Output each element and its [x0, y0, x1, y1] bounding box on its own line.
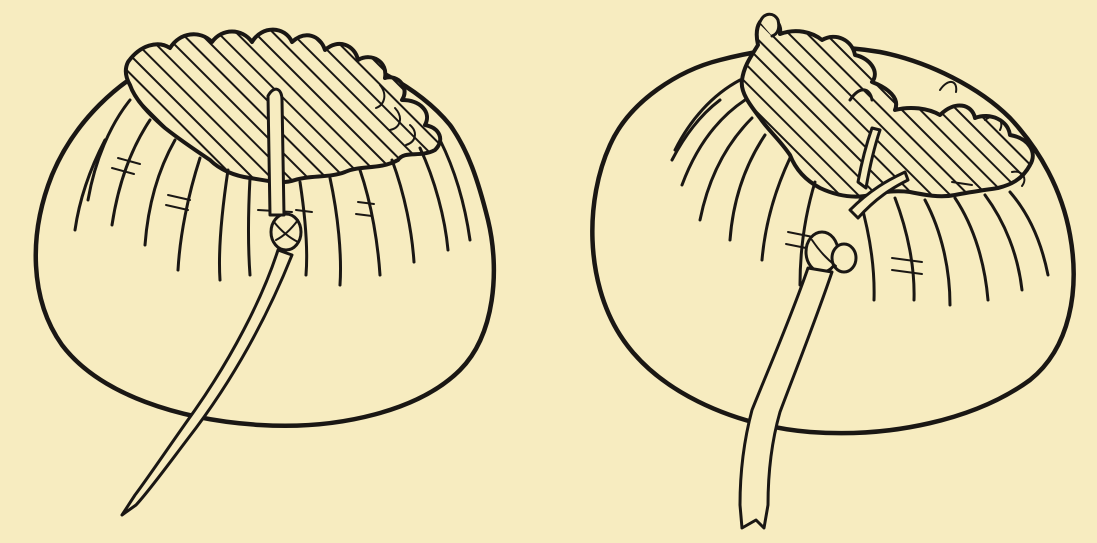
- left-knot: [271, 214, 301, 250]
- left-cord-upper: [268, 89, 284, 215]
